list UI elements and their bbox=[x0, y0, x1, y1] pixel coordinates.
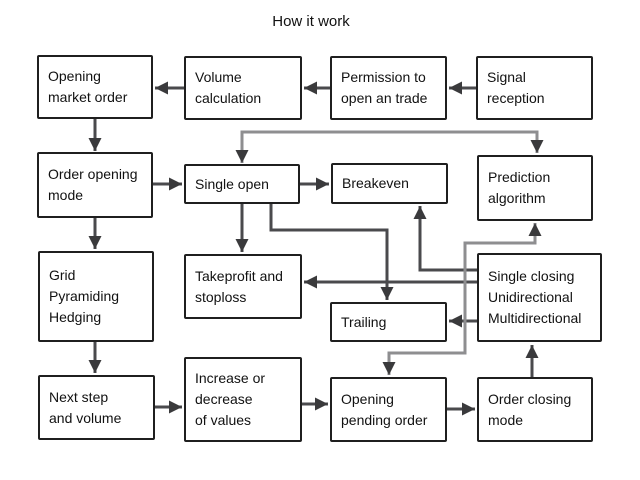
node-prediction-algorithm: Prediction algorithm bbox=[477, 155, 593, 221]
connector-single-closing-to-breakeven bbox=[413, 206, 477, 272]
node-grid-pyramiding-hedging: Grid Pyramiding Hedging bbox=[38, 251, 154, 342]
node-signal-reception: Signal reception bbox=[476, 56, 593, 120]
node-single-open: Single open bbox=[184, 164, 300, 204]
connector-gray-prediction-opening-pending bbox=[382, 223, 542, 375]
diagram-title: How it work bbox=[272, 13, 350, 30]
node-order-opening-mode: Order opening mode bbox=[37, 152, 153, 218]
node-single-closing: Single closing Unidirectional Multidirec… bbox=[477, 253, 602, 342]
node-takeprofit-stoploss: Takeprofit and stoploss bbox=[184, 254, 302, 319]
node-opening-market-order: Opening market order bbox=[37, 55, 153, 119]
node-order-closing-mode: Order closing mode bbox=[477, 377, 593, 442]
node-breakeven: Breakeven bbox=[331, 163, 448, 204]
connector-gray-single-open-prediction bbox=[235, 130, 544, 163]
node-trailing: Trailing bbox=[330, 302, 447, 342]
node-increase-decrease: Increase or decrease of values bbox=[184, 357, 302, 442]
node-permission-to-open: Permission to open an trade bbox=[330, 56, 447, 120]
node-opening-pending-order: Opening pending order bbox=[330, 377, 447, 442]
node-next-step-volume: Next step and volume bbox=[38, 375, 155, 440]
node-volume-calculation: Volume calculation bbox=[184, 56, 302, 120]
